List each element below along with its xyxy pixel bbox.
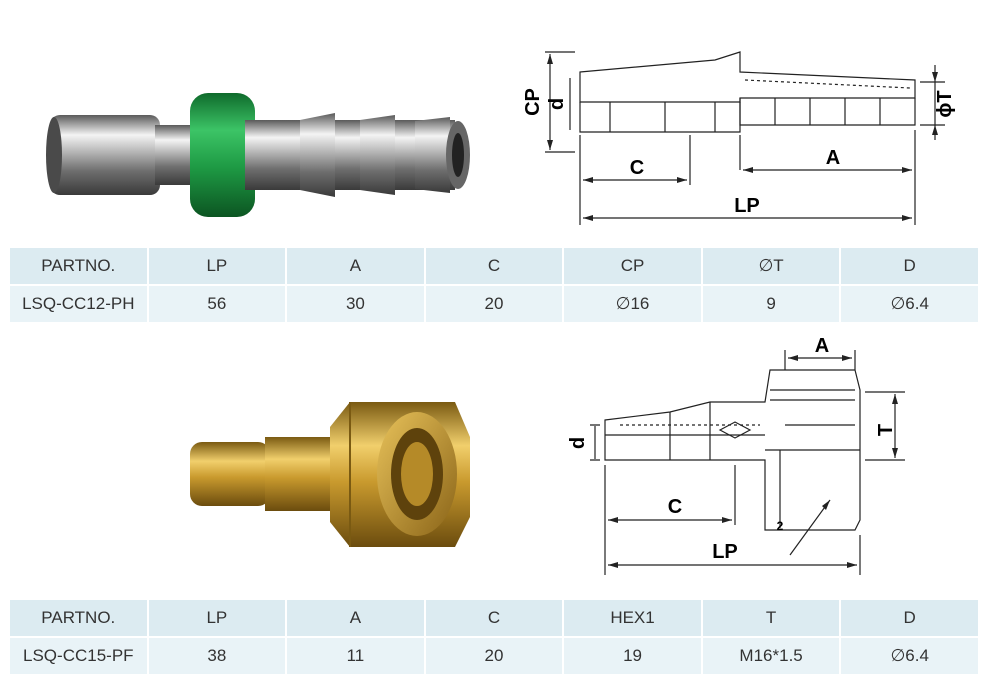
table-cell: 11	[285, 636, 426, 676]
header-cell: D	[839, 598, 980, 638]
header-cell: LP	[146, 246, 288, 286]
header-cell: C	[423, 598, 565, 638]
header-cell: HEX1	[562, 598, 703, 638]
table-cell: 56	[146, 284, 288, 324]
spec-table-1: PARTNO. LP A C CP ∅T D LSQ-CC12-PH 56 30…	[8, 246, 980, 324]
dim-label-a: A	[826, 147, 840, 169]
technical-drawing-1: CP d C A LP ϕT	[522, 51, 955, 225]
header-cell: T	[700, 598, 842, 638]
product-photo-lsq-cc15-pf	[190, 402, 470, 547]
table-cell: 20	[423, 284, 565, 324]
table-cell: 9	[700, 284, 842, 324]
header-cell: CP	[562, 246, 703, 286]
dim-label-t: T	[875, 424, 897, 436]
table-cell: ∅6.4	[839, 636, 980, 676]
dim-label-lp: LP	[734, 195, 760, 217]
dim-label-d: d	[567, 437, 589, 449]
table-cell: 20	[423, 636, 565, 676]
table-cell: ∅6.4	[839, 284, 980, 324]
dim-label-2: 2	[777, 519, 784, 533]
header-cell: LP	[146, 598, 288, 638]
dim-label-t: ϕT	[934, 90, 955, 117]
table-cell: M16*1.5	[700, 636, 842, 676]
dim-label-cp: CP	[522, 88, 544, 116]
table-cell: 19	[562, 636, 703, 676]
product-photo-lsq-cc12-ph	[46, 93, 470, 217]
table-cell: ∅16	[562, 284, 703, 324]
technical-drawing-2: A d T C LP 2	[567, 335, 905, 575]
dim-label-lp: LP	[712, 541, 738, 563]
header-cell: ∅T	[700, 246, 842, 286]
table-header-row: PARTNO. LP A C CP ∅T D	[8, 246, 980, 286]
table-cell: 38	[146, 636, 288, 676]
table-header-row: PARTNO. LP A C HEX1 T D	[8, 598, 980, 638]
header-cell: PARTNO.	[8, 598, 149, 638]
table-row: LSQ-CC12-PH 56 30 20 ∅16 9 ∅6.4	[8, 284, 980, 324]
table-row: LSQ-CC15-PF 38 11 20 19 M16*1.5 ∅6.4	[8, 636, 980, 676]
spec-table-2: PARTNO. LP A C HEX1 T D LSQ-CC15-PF 38 1…	[8, 598, 980, 676]
header-cell: A	[285, 246, 426, 286]
dim-label-c: C	[668, 496, 682, 518]
dim-label-d: d	[546, 98, 568, 110]
header-cell: A	[285, 598, 426, 638]
dim-label-c: C	[630, 157, 644, 179]
table-cell: LSQ-CC12-PH	[8, 284, 149, 324]
table-cell: LSQ-CC15-PF	[8, 636, 149, 676]
dim-label-a: A	[815, 335, 829, 357]
header-cell: PARTNO.	[8, 246, 149, 286]
header-cell: C	[423, 246, 565, 286]
table-cell: 30	[285, 284, 426, 324]
header-cell: D	[839, 246, 980, 286]
